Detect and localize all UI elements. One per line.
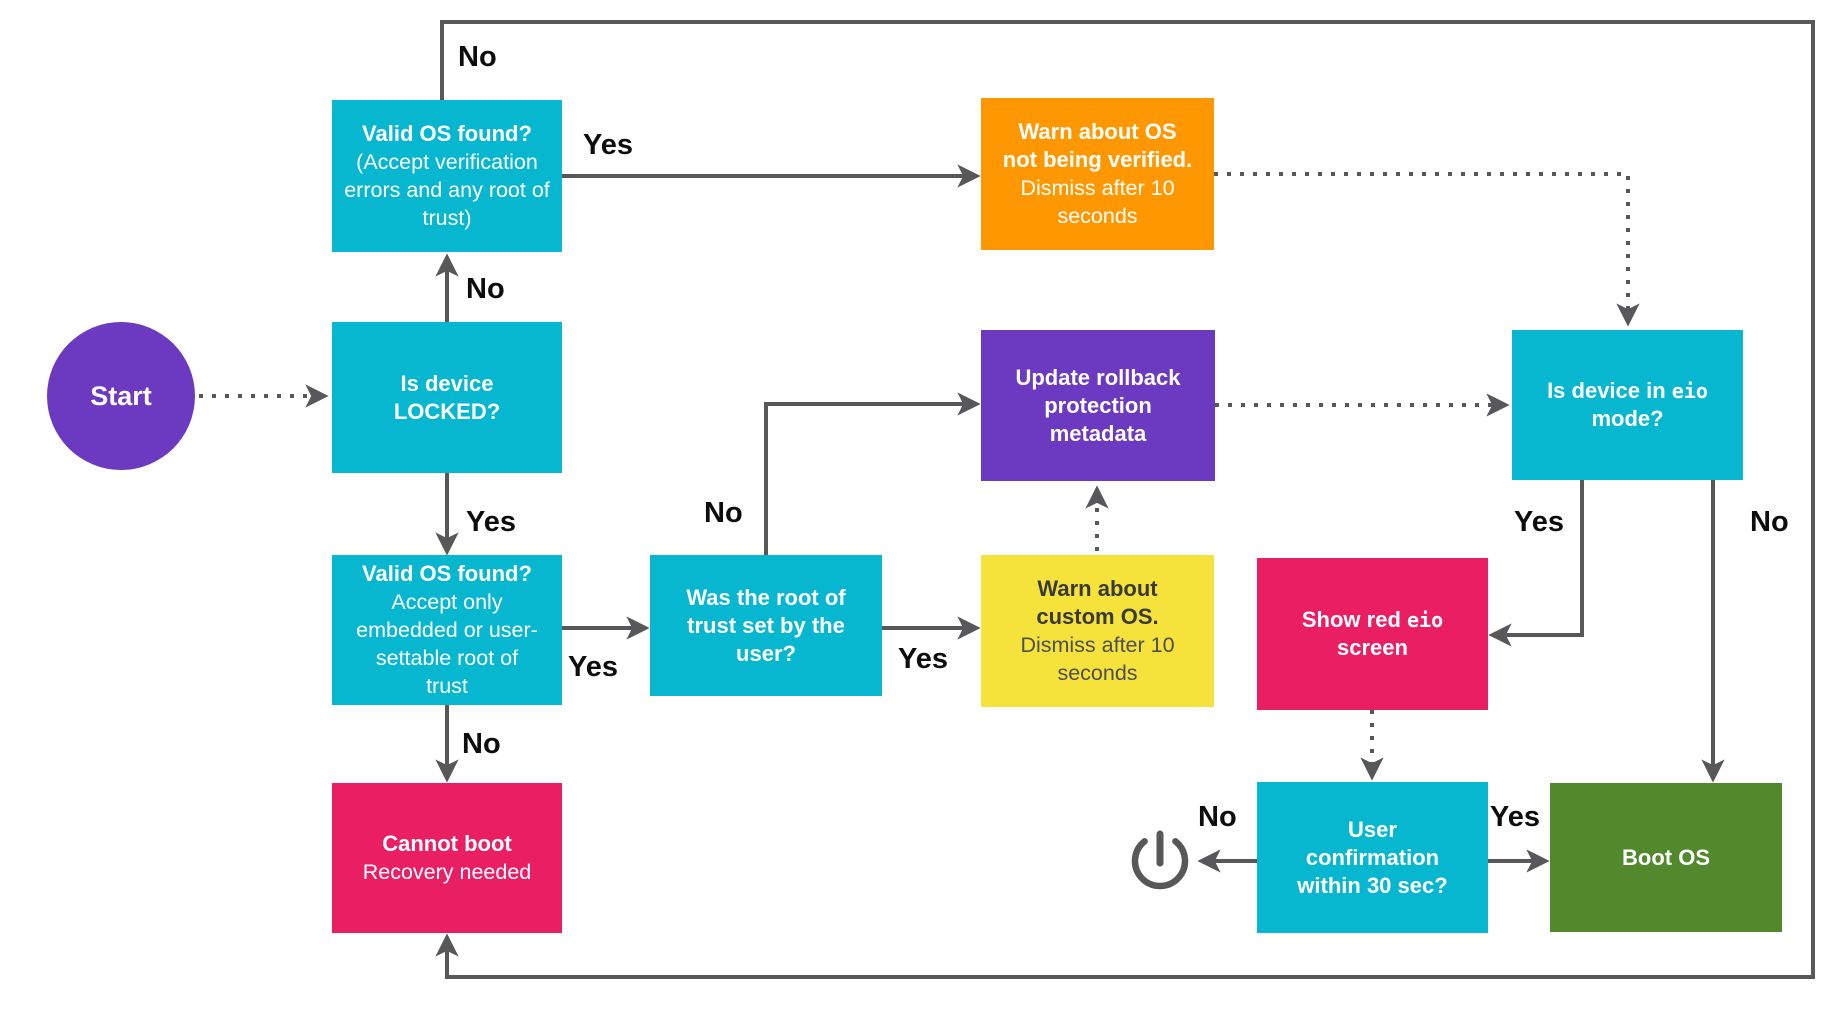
edge-label-no: No bbox=[704, 497, 743, 529]
node-title: Update rollback protection metadata bbox=[1015, 364, 1181, 446]
edge-label-yes: Yes bbox=[898, 643, 948, 675]
node-start: Start bbox=[47, 322, 195, 470]
node-title: Is device in eio mode? bbox=[1526, 377, 1729, 433]
edge-label-yes: Yes bbox=[568, 651, 618, 683]
node-title-mono: eio bbox=[1407, 608, 1444, 632]
node-user-confirmation-30-sec: User confirmation within 30 sec? bbox=[1257, 782, 1488, 933]
node-title: Valid OS found? bbox=[362, 121, 532, 146]
node-valid-os-found-strict-root: Valid OS found? Accept only embedded or … bbox=[332, 555, 562, 705]
edge-label-yes: Yes bbox=[583, 129, 633, 161]
node-warn-custom-os: Warn about custom OS. Dismiss after 10 s… bbox=[981, 555, 1214, 707]
edge-label-no: No bbox=[458, 41, 497, 73]
edge-label-no: No bbox=[466, 273, 505, 305]
node-warn-os-not-verified: Warn about OS not being verified. Dismis… bbox=[981, 98, 1214, 250]
node-show-red-eio-screen: Show red eio screen bbox=[1257, 558, 1488, 710]
node-title-part: Show red bbox=[1301, 607, 1407, 632]
node-cannot-boot: Cannot boot Recovery needed bbox=[332, 783, 562, 933]
node-valid-os-found-any-root: Valid OS found? (Accept verification err… bbox=[332, 100, 562, 252]
node-is-device-in-eio-mode: Is device in eio mode? bbox=[1512, 330, 1743, 480]
power-icon bbox=[1131, 830, 1189, 890]
node-title-part: mode? bbox=[1591, 406, 1664, 431]
edge-valid-os-any-no-loop-to-cannot-boot bbox=[435, 20, 1815, 979]
edge-label-no: No bbox=[1198, 801, 1237, 833]
node-title: Warn about custom OS. bbox=[1036, 576, 1159, 629]
edge-root-user-no-to-update-rollback bbox=[764, 392, 981, 555]
node-title: User confirmation within 30 sec? bbox=[1297, 816, 1448, 898]
node-title: Cannot boot bbox=[382, 831, 512, 856]
node-is-device-locked: Is device LOCKED? bbox=[332, 322, 562, 473]
node-subtitle: Dismiss after 10 seconds bbox=[1020, 633, 1175, 685]
node-boot-os: Boot OS bbox=[1550, 783, 1782, 932]
edge-warn-unverified-to-is-eio bbox=[1214, 172, 1640, 327]
node-title: Was the root of trust set by the user? bbox=[686, 584, 846, 666]
edge-label-no: No bbox=[1750, 506, 1789, 538]
node-start-label: Start bbox=[90, 380, 152, 411]
edge-label-no: No bbox=[462, 728, 501, 760]
node-subtitle: Recovery needed bbox=[362, 860, 532, 884]
node-update-rollback-metadata: Update rollback protection metadata bbox=[981, 330, 1215, 481]
edge-label-yes: Yes bbox=[1514, 506, 1564, 538]
node-title: Valid OS found? bbox=[362, 561, 532, 586]
node-root-of-trust-set-by-user: Was the root of trust set by the user? bbox=[650, 555, 882, 696]
node-title-part: screen bbox=[1337, 635, 1408, 660]
edge-label-yes: Yes bbox=[1490, 801, 1540, 833]
node-title-part: Is device in bbox=[1547, 378, 1672, 403]
node-title: Is device LOCKED? bbox=[393, 370, 501, 424]
node-title: Show red eio screen bbox=[1271, 606, 1474, 662]
node-title-mono: eio bbox=[1671, 379, 1708, 403]
node-title: Boot OS bbox=[1622, 844, 1710, 870]
node-subtitle: (Accept verification errors and any root… bbox=[344, 150, 550, 230]
node-subtitle: Dismiss after 10 seconds bbox=[1020, 176, 1175, 228]
node-title: Warn about OS not being verified. bbox=[1002, 119, 1193, 172]
edge-label-yes: Yes bbox=[466, 506, 516, 538]
node-subtitle: Accept only embedded or user-settable ro… bbox=[356, 590, 538, 698]
edge-is-eio-yes-to-show-eio bbox=[1488, 480, 1584, 647]
